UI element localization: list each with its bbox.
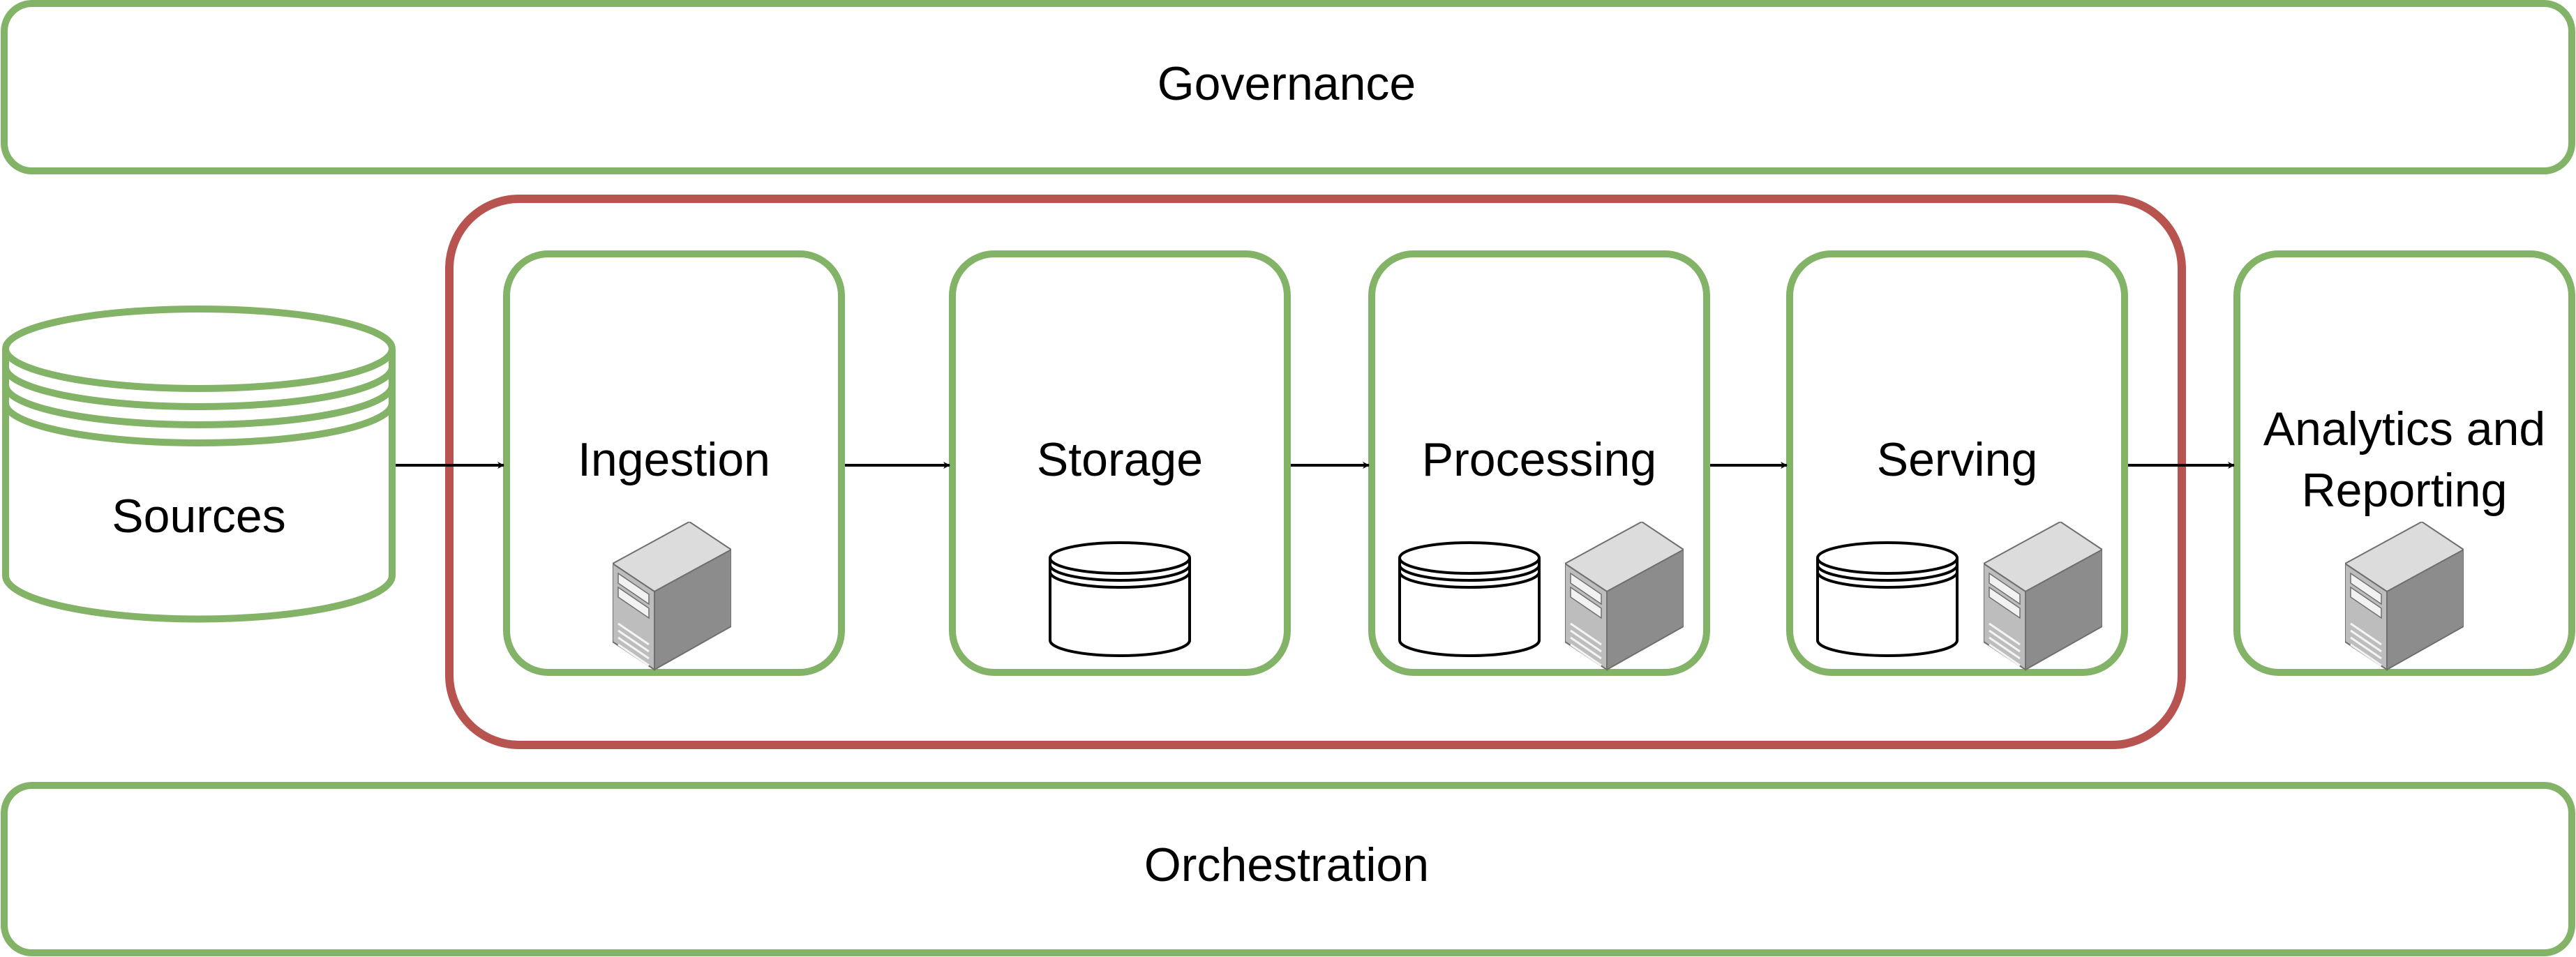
stage-processing: Processing [1368, 250, 1710, 676]
stage-storage: Storage [949, 250, 1291, 676]
analytics-reporting-node: Analytics and Reporting [2233, 250, 2575, 676]
stage-label: Ingestion [578, 433, 770, 486]
database-icon [1398, 541, 1541, 657]
analytics-label-line1: Analytics and [2263, 402, 2545, 455]
stage-label: Processing [1422, 433, 1656, 486]
orchestration-layer: Orchestration [1, 782, 2575, 956]
database-icon [1816, 541, 1959, 657]
stage-label: Serving [1877, 433, 2038, 486]
sources-node: Sources [2, 306, 396, 623]
stage-label: Storage [1037, 433, 1203, 486]
analytics-label-line2: Reporting [2302, 464, 2508, 517]
governance-layer: Governance [1, 0, 2575, 174]
governance-label: Governance [1158, 57, 1416, 110]
stacked-database-icon [2, 306, 396, 623]
stage-ingestion: Ingestion [503, 250, 845, 676]
sources-label: Sources [112, 490, 285, 543]
database-icon [1049, 541, 1191, 657]
pipeline-container [445, 195, 2186, 749]
orchestration-label: Orchestration [1144, 838, 1429, 891]
stage-serving: Serving [1786, 250, 2128, 676]
